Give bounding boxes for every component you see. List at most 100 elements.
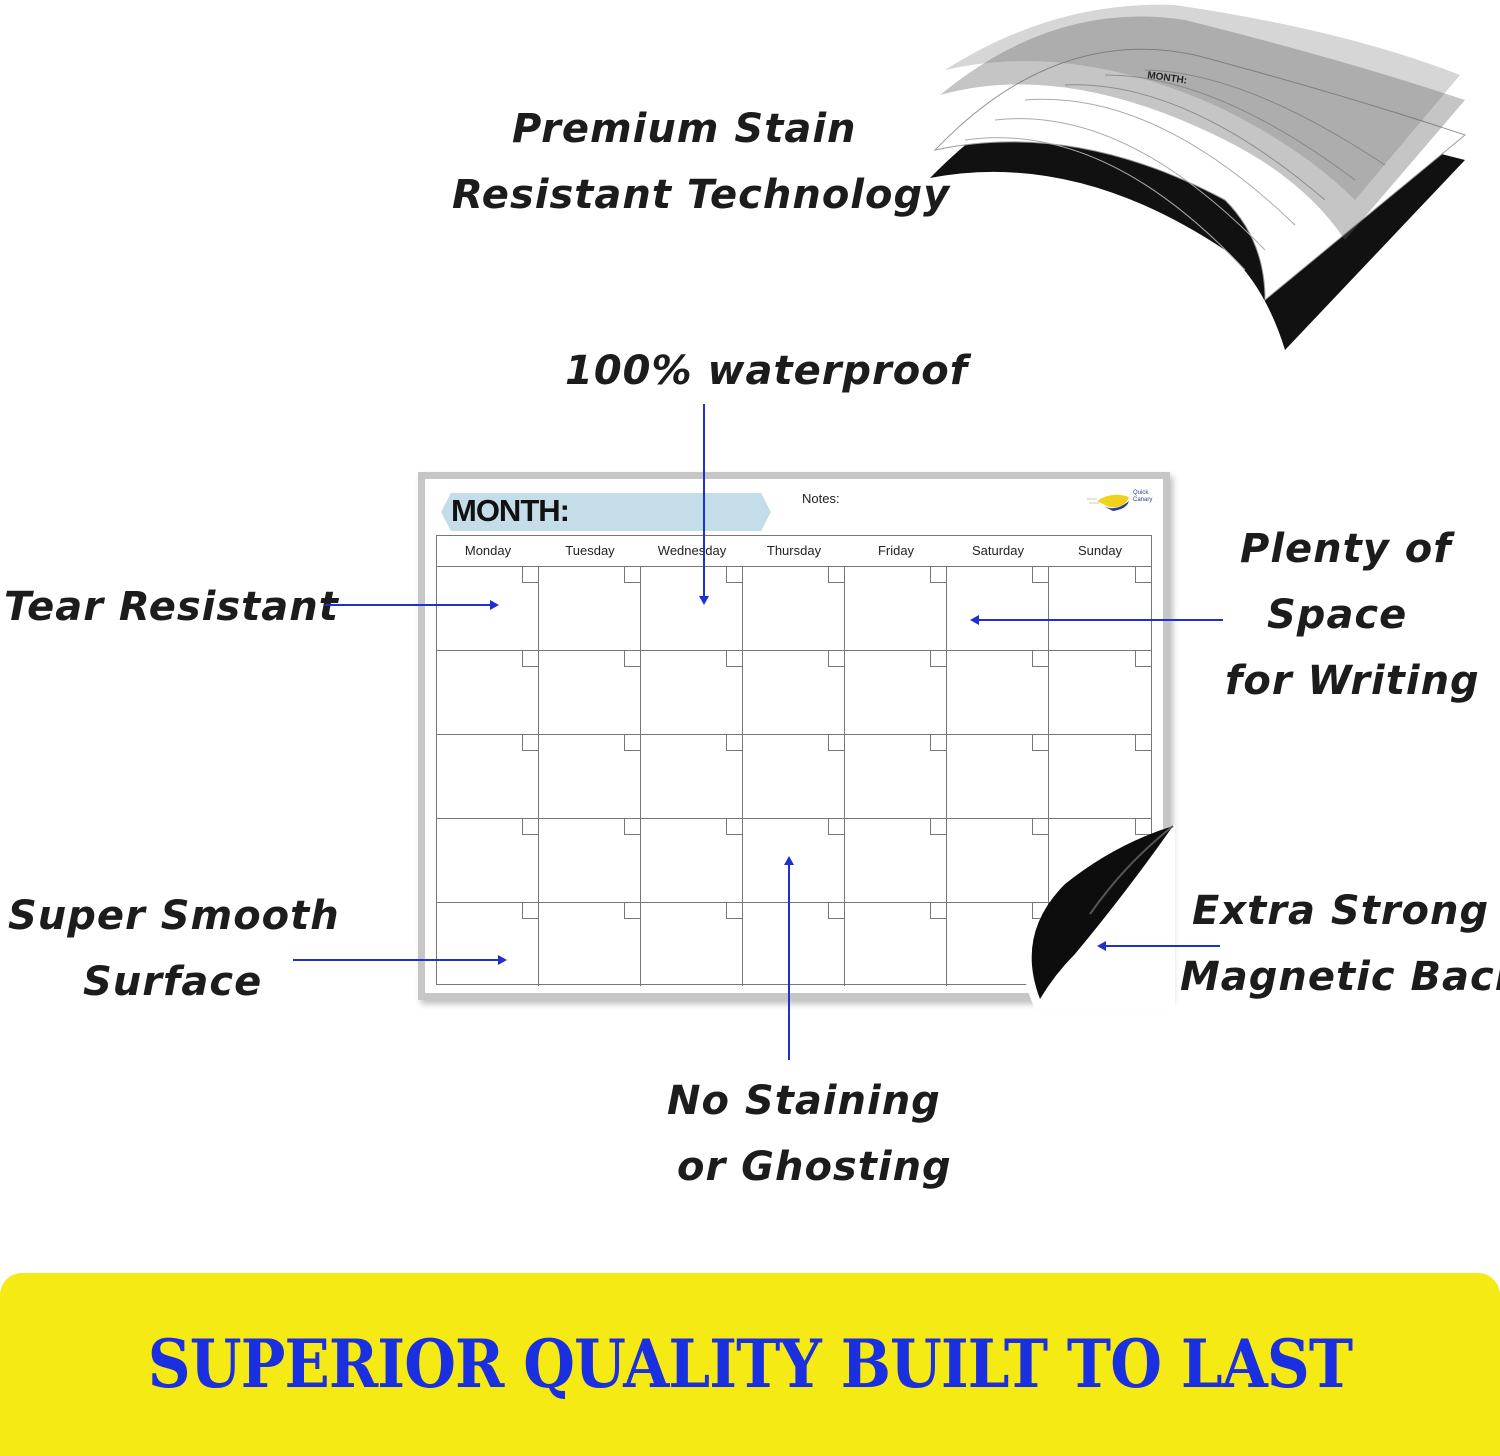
day-cell	[437, 734, 539, 818]
arrow-head	[498, 955, 507, 965]
day-cell	[845, 650, 947, 734]
day-cell	[1049, 650, 1151, 734]
day-cell	[437, 818, 539, 902]
label-line: Resistant Technology	[452, 172, 951, 218]
day-cell	[1049, 566, 1151, 650]
arrow-head	[490, 600, 499, 610]
logo-text: Quick	[1133, 490, 1149, 496]
date-box	[1135, 819, 1151, 835]
day-cell	[641, 566, 743, 650]
date-box	[726, 819, 742, 835]
day-cell	[947, 734, 1049, 818]
day-header: Friday	[877, 543, 915, 558]
day-cell	[845, 902, 947, 986]
day-cell	[539, 734, 641, 818]
label-plenty-of-space: Plenty of Space for Writing	[1225, 516, 1480, 714]
label-line: Extra Strong	[1192, 888, 1490, 934]
date-box	[522, 903, 538, 919]
arrow-magnetic	[1105, 945, 1220, 947]
arrow-tear-resistant	[325, 604, 491, 606]
day-header: Wednesday	[657, 543, 727, 558]
quick-canary-logo: Quick Canary	[1087, 487, 1167, 513]
date-box	[624, 567, 640, 583]
label-waterproof: 100% waterproof	[565, 338, 968, 404]
day-cell	[845, 818, 947, 902]
logo-text: Canary	[1133, 497, 1153, 503]
date-box	[1135, 567, 1151, 583]
month-banner	[441, 493, 771, 531]
date-box	[522, 735, 538, 751]
date-box	[726, 567, 742, 583]
day-cell	[845, 566, 947, 650]
label-line: Plenty of	[1240, 526, 1452, 572]
date-box	[1032, 567, 1048, 583]
label-line: for Writing	[1225, 658, 1480, 704]
label-stain-resistant: Premium Stain Resistant Technology	[452, 96, 950, 228]
day-cell	[539, 818, 641, 902]
arrow-waterproof	[703, 404, 705, 598]
date-box	[726, 651, 742, 667]
day-cell	[641, 902, 743, 986]
quality-banner: SUPERIOR QUALITY BUILT TO LAST	[0, 1273, 1500, 1456]
day-cell	[743, 818, 845, 902]
label-line: Super Smooth	[8, 893, 340, 939]
day-header: Sunday	[1077, 543, 1123, 558]
day-cell	[641, 650, 743, 734]
date-box	[1032, 651, 1048, 667]
day-cell	[539, 650, 641, 734]
magnetic-corner-curl	[1023, 824, 1175, 1009]
date-box	[1032, 903, 1048, 919]
day-cell	[641, 818, 743, 902]
day-cell	[845, 734, 947, 818]
day-cell	[1049, 818, 1151, 902]
date-box	[1032, 735, 1048, 751]
day-cell	[947, 818, 1049, 902]
date-box	[624, 651, 640, 667]
day-cell	[437, 566, 539, 650]
notes-label: Notes:	[802, 491, 840, 506]
date-box	[522, 567, 538, 583]
arrow-head	[1097, 941, 1106, 951]
date-box	[1032, 819, 1048, 835]
label-magnetic-back: Extra Strong Magnetic Back	[1180, 878, 1500, 1010]
date-box	[930, 567, 946, 583]
date-box	[1135, 651, 1151, 667]
layered-sheet-illustration: MONTH:	[930, 4, 1467, 351]
date-box	[828, 903, 844, 919]
label-line: 100% waterproof	[565, 348, 969, 394]
label-line: No Staining	[667, 1078, 941, 1124]
label-line: Premium Stain	[512, 106, 857, 152]
date-box	[828, 819, 844, 835]
date-box	[624, 819, 640, 835]
date-box	[828, 567, 844, 583]
day-header: Monday	[464, 543, 512, 558]
label-no-staining: No Staining or Ghosting	[667, 1068, 952, 1200]
day-cell	[743, 650, 845, 734]
banner-text: SUPERIOR QUALITY BUILT TO LAST	[147, 1325, 1353, 1403]
date-box	[726, 735, 742, 751]
date-box	[624, 735, 640, 751]
date-box	[828, 651, 844, 667]
day-cell	[641, 734, 743, 818]
day-cell	[743, 566, 845, 650]
day-cell	[1049, 734, 1151, 818]
date-box	[930, 735, 946, 751]
day-cell	[743, 902, 845, 986]
label-line: Magnetic Back	[1180, 954, 1500, 1000]
date-box	[624, 903, 640, 919]
day-header: Thursday	[766, 543, 822, 558]
date-box	[930, 651, 946, 667]
date-box	[828, 735, 844, 751]
date-box	[1135, 735, 1151, 751]
date-box	[726, 903, 742, 919]
day-cell	[539, 566, 641, 650]
label-super-smooth: Super Smooth Surface	[8, 883, 340, 1015]
arrow-head	[699, 596, 709, 605]
bird-icon	[1087, 494, 1129, 511]
arrow-head	[784, 856, 794, 865]
day-cell	[743, 734, 845, 818]
date-box	[522, 819, 538, 835]
day-header: Saturday	[971, 543, 1025, 558]
